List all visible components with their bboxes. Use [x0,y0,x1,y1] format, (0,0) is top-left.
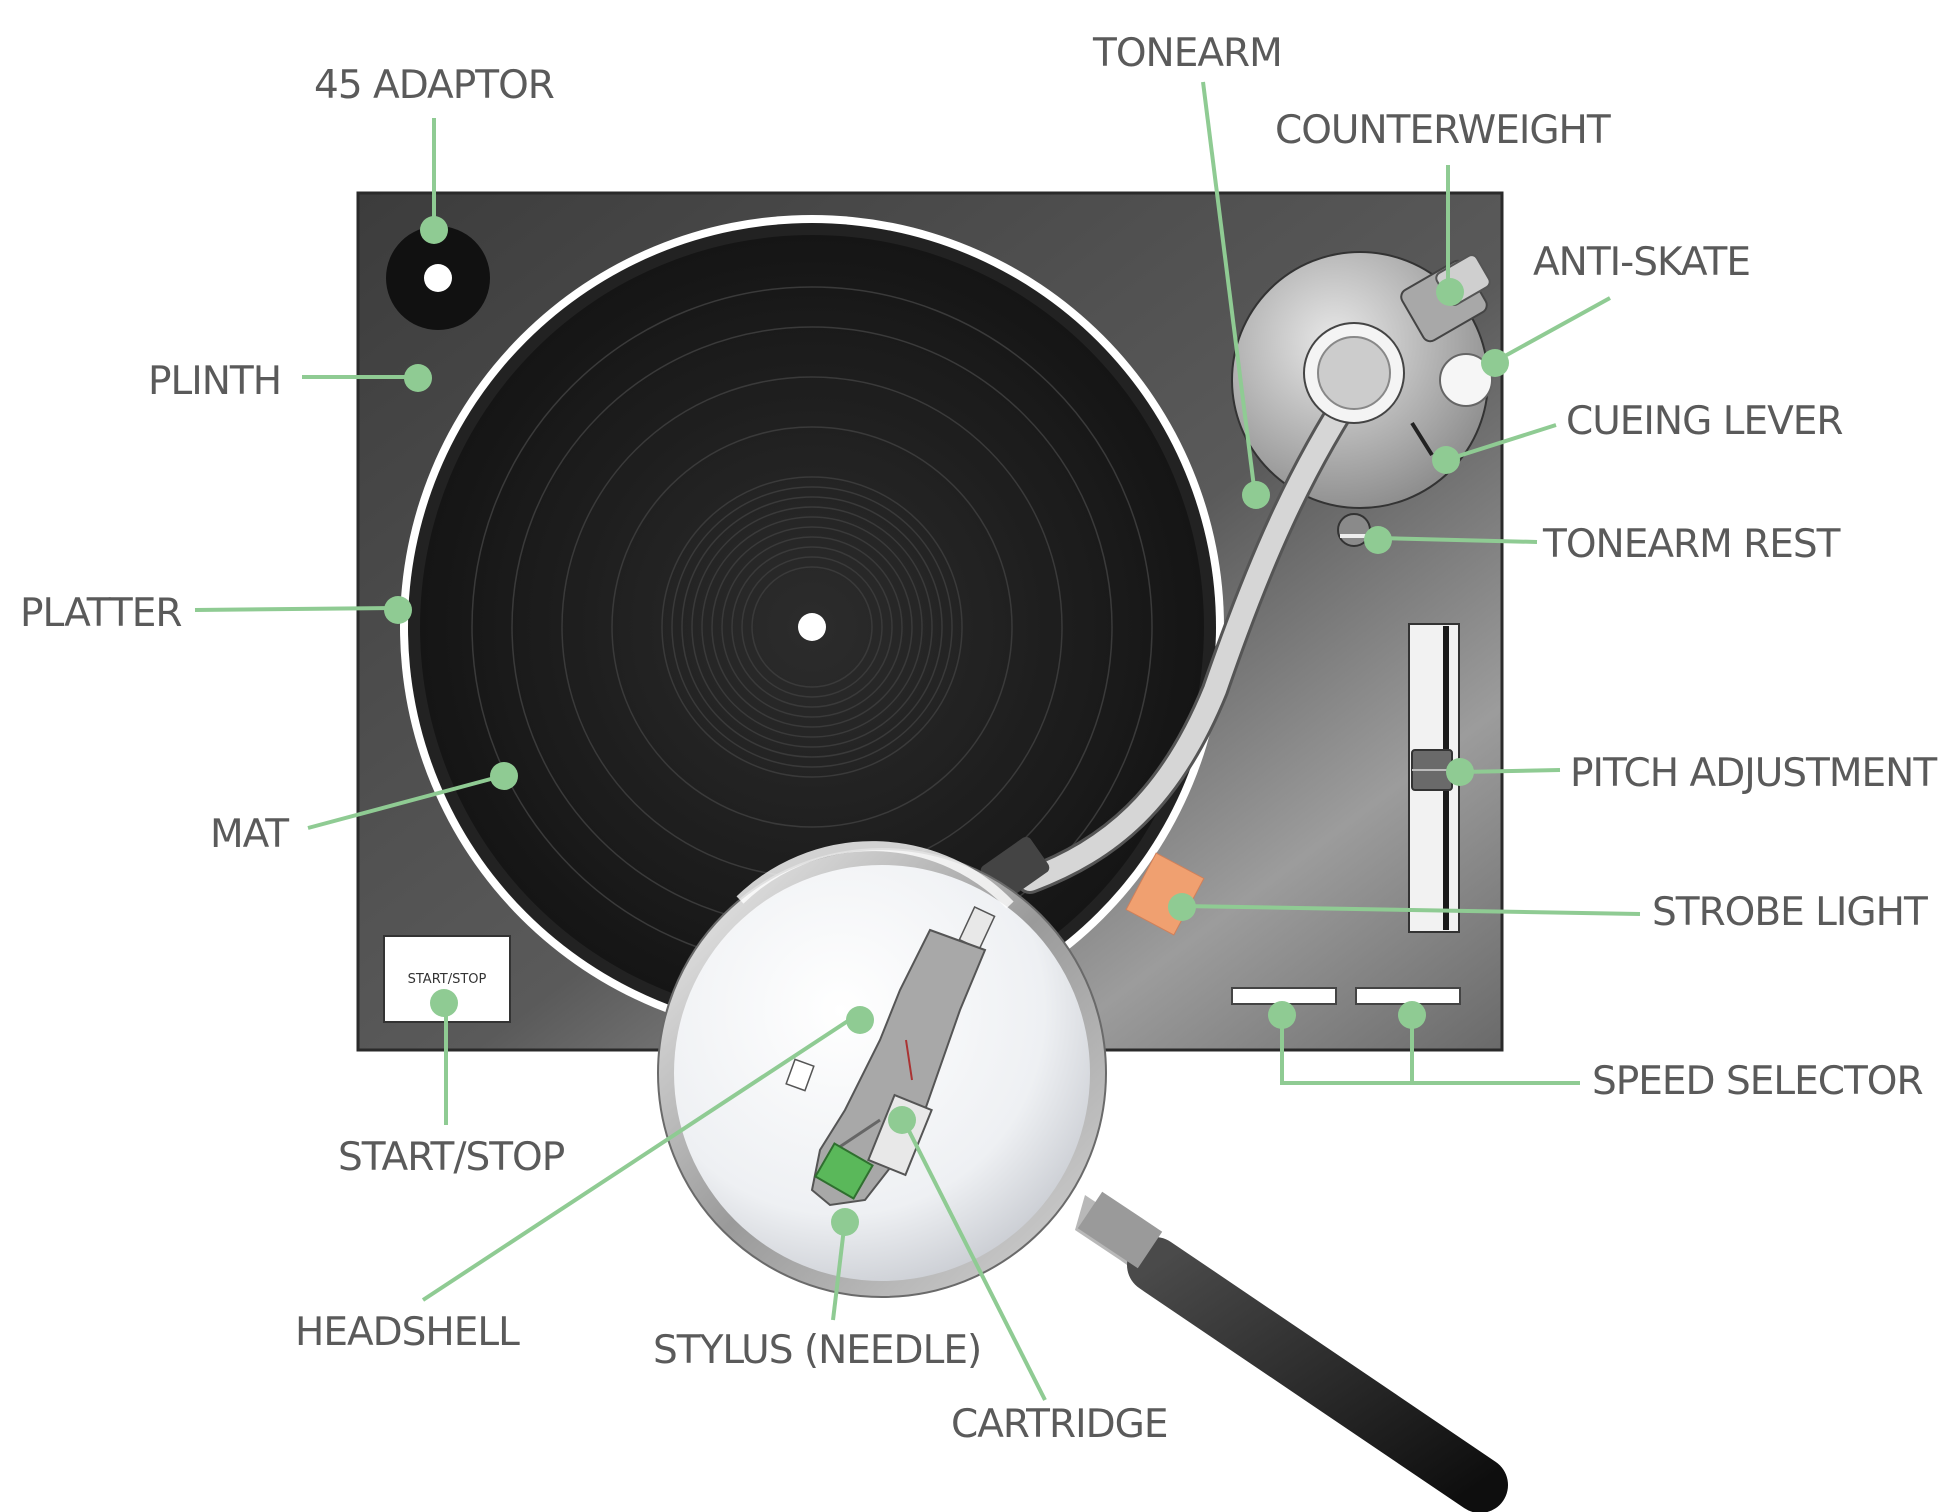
label-strobe-light: STROBE LIGHT [1652,890,1928,935]
label-platter: PLATTER [20,591,182,636]
label-plinth: PLINTH [148,359,281,404]
label-stylus: STYLUS (NEEDLE) [653,1328,981,1373]
stylus-body [814,1142,874,1200]
label-counterweight: COUNTERWEIGHT [1275,108,1611,153]
cartridge-body [867,1093,933,1177]
magnifying-glass [657,841,1508,1512]
label-headshell: HEADSHELL [295,1310,520,1355]
label-tonearm: TONEARM [1092,31,1282,76]
label-pitch-adjustment: PITCH ADJUSTMENT [1570,751,1937,796]
spindle [798,613,826,641]
label-tonearm-rest: TONEARM REST [1542,522,1841,567]
label-start-stop: START/STOP [338,1135,565,1180]
leader-dots [384,216,1509,1236]
start-stop-button-text: START/STOP [408,972,487,987]
headshell-closeup [785,906,996,1207]
leader-lines [194,81,1641,1401]
label-speed-selector: SPEED SELECTOR [1592,1059,1923,1104]
anti-skate-knob [1439,353,1493,407]
label-anti-skate: ANTI-SKATE [1533,240,1750,285]
label-mat: MAT [210,812,289,857]
label-cartridge: CARTRIDGE [951,1402,1168,1447]
label-cueing-lever: CUEING LEVER [1566,399,1843,444]
cueing-lever [1410,421,1434,457]
label-45-adaptor: 45 ADAPTOR [314,63,554,108]
